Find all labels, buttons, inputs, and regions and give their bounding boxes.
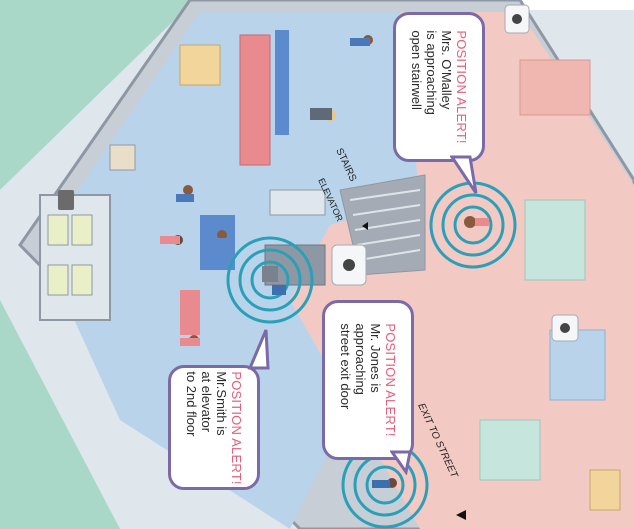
alert-bubble-smith: POSITION ALERT! Mr.Smith is at elevator … — [168, 365, 260, 490]
red-sofa — [239, 34, 271, 166]
sensor-lens-icon — [560, 323, 570, 333]
alert-line: open stairwell — [409, 30, 424, 110]
entrance-window — [47, 214, 69, 246]
alert-heading: POSITION ALERT! — [383, 323, 398, 437]
resident-figure — [176, 185, 194, 202]
wall-picture — [109, 144, 136, 171]
alert-line: to 2nd floor — [184, 370, 199, 436]
signal-rings-smith — [226, 236, 314, 324]
grass-bottom-left — [0, 300, 120, 529]
alert-heading: POSITION ALERT! — [454, 30, 469, 144]
alert-line: is approaching — [424, 30, 439, 115]
bubble-tail — [248, 329, 270, 370]
bubble-tail — [450, 155, 478, 194]
room — [519, 59, 591, 116]
room — [479, 419, 541, 481]
blue-cabinet — [275, 30, 289, 135]
alert-bubble-omalley: POSITION ALERT! Mrs. O'Malley is approac… — [393, 12, 485, 162]
resident-figure — [310, 108, 336, 121]
door-sensor-device — [58, 190, 74, 210]
alert-line: Mr. Jones is — [368, 323, 383, 393]
table — [179, 44, 221, 86]
reception-desk — [269, 189, 326, 216]
exit-arrow-icon — [456, 510, 466, 520]
entrance-window — [47, 264, 69, 296]
alert-text-block: POSITION ALERT! Mr.Smith is at elevator … — [184, 371, 244, 484]
entrance-window — [71, 264, 93, 296]
sensor-lens-icon — [512, 14, 522, 24]
red-chair — [180, 290, 200, 335]
entrance-window — [71, 214, 93, 246]
elevator-arrow-icon — [362, 222, 368, 230]
alert-bubble-jones: POSITION ALERT! Mr. Jones is approaching… — [322, 300, 414, 460]
grass-top-left — [0, 0, 195, 190]
room — [524, 199, 586, 281]
resident-figure — [350, 35, 373, 46]
alert-heading: POSITION ALERT! — [229, 370, 244, 485]
bubble-tail — [390, 450, 412, 475]
alert-line: street exit door — [338, 323, 353, 410]
resident-figure — [160, 235, 183, 245]
alert-line: approaching — [353, 323, 368, 395]
entrance-vestibule — [39, 194, 111, 321]
alert-line: at elevator — [199, 370, 214, 432]
alert-text-block: POSITION ALERT! Mrs. O'Malley is approac… — [409, 30, 469, 143]
resident-figure — [210, 230, 234, 245]
room — [549, 329, 606, 401]
bed — [589, 469, 621, 511]
alert-line: Mr.Smith is — [214, 370, 229, 436]
resident-figure — [180, 335, 200, 346]
alert-line: Mrs. O'Malley — [439, 30, 454, 110]
signal-rings-omalley — [429, 181, 517, 269]
alert-text-block: POSITION ALERT! Mr. Jones is approaching… — [338, 323, 398, 436]
sensor-lens-icon — [343, 259, 355, 271]
